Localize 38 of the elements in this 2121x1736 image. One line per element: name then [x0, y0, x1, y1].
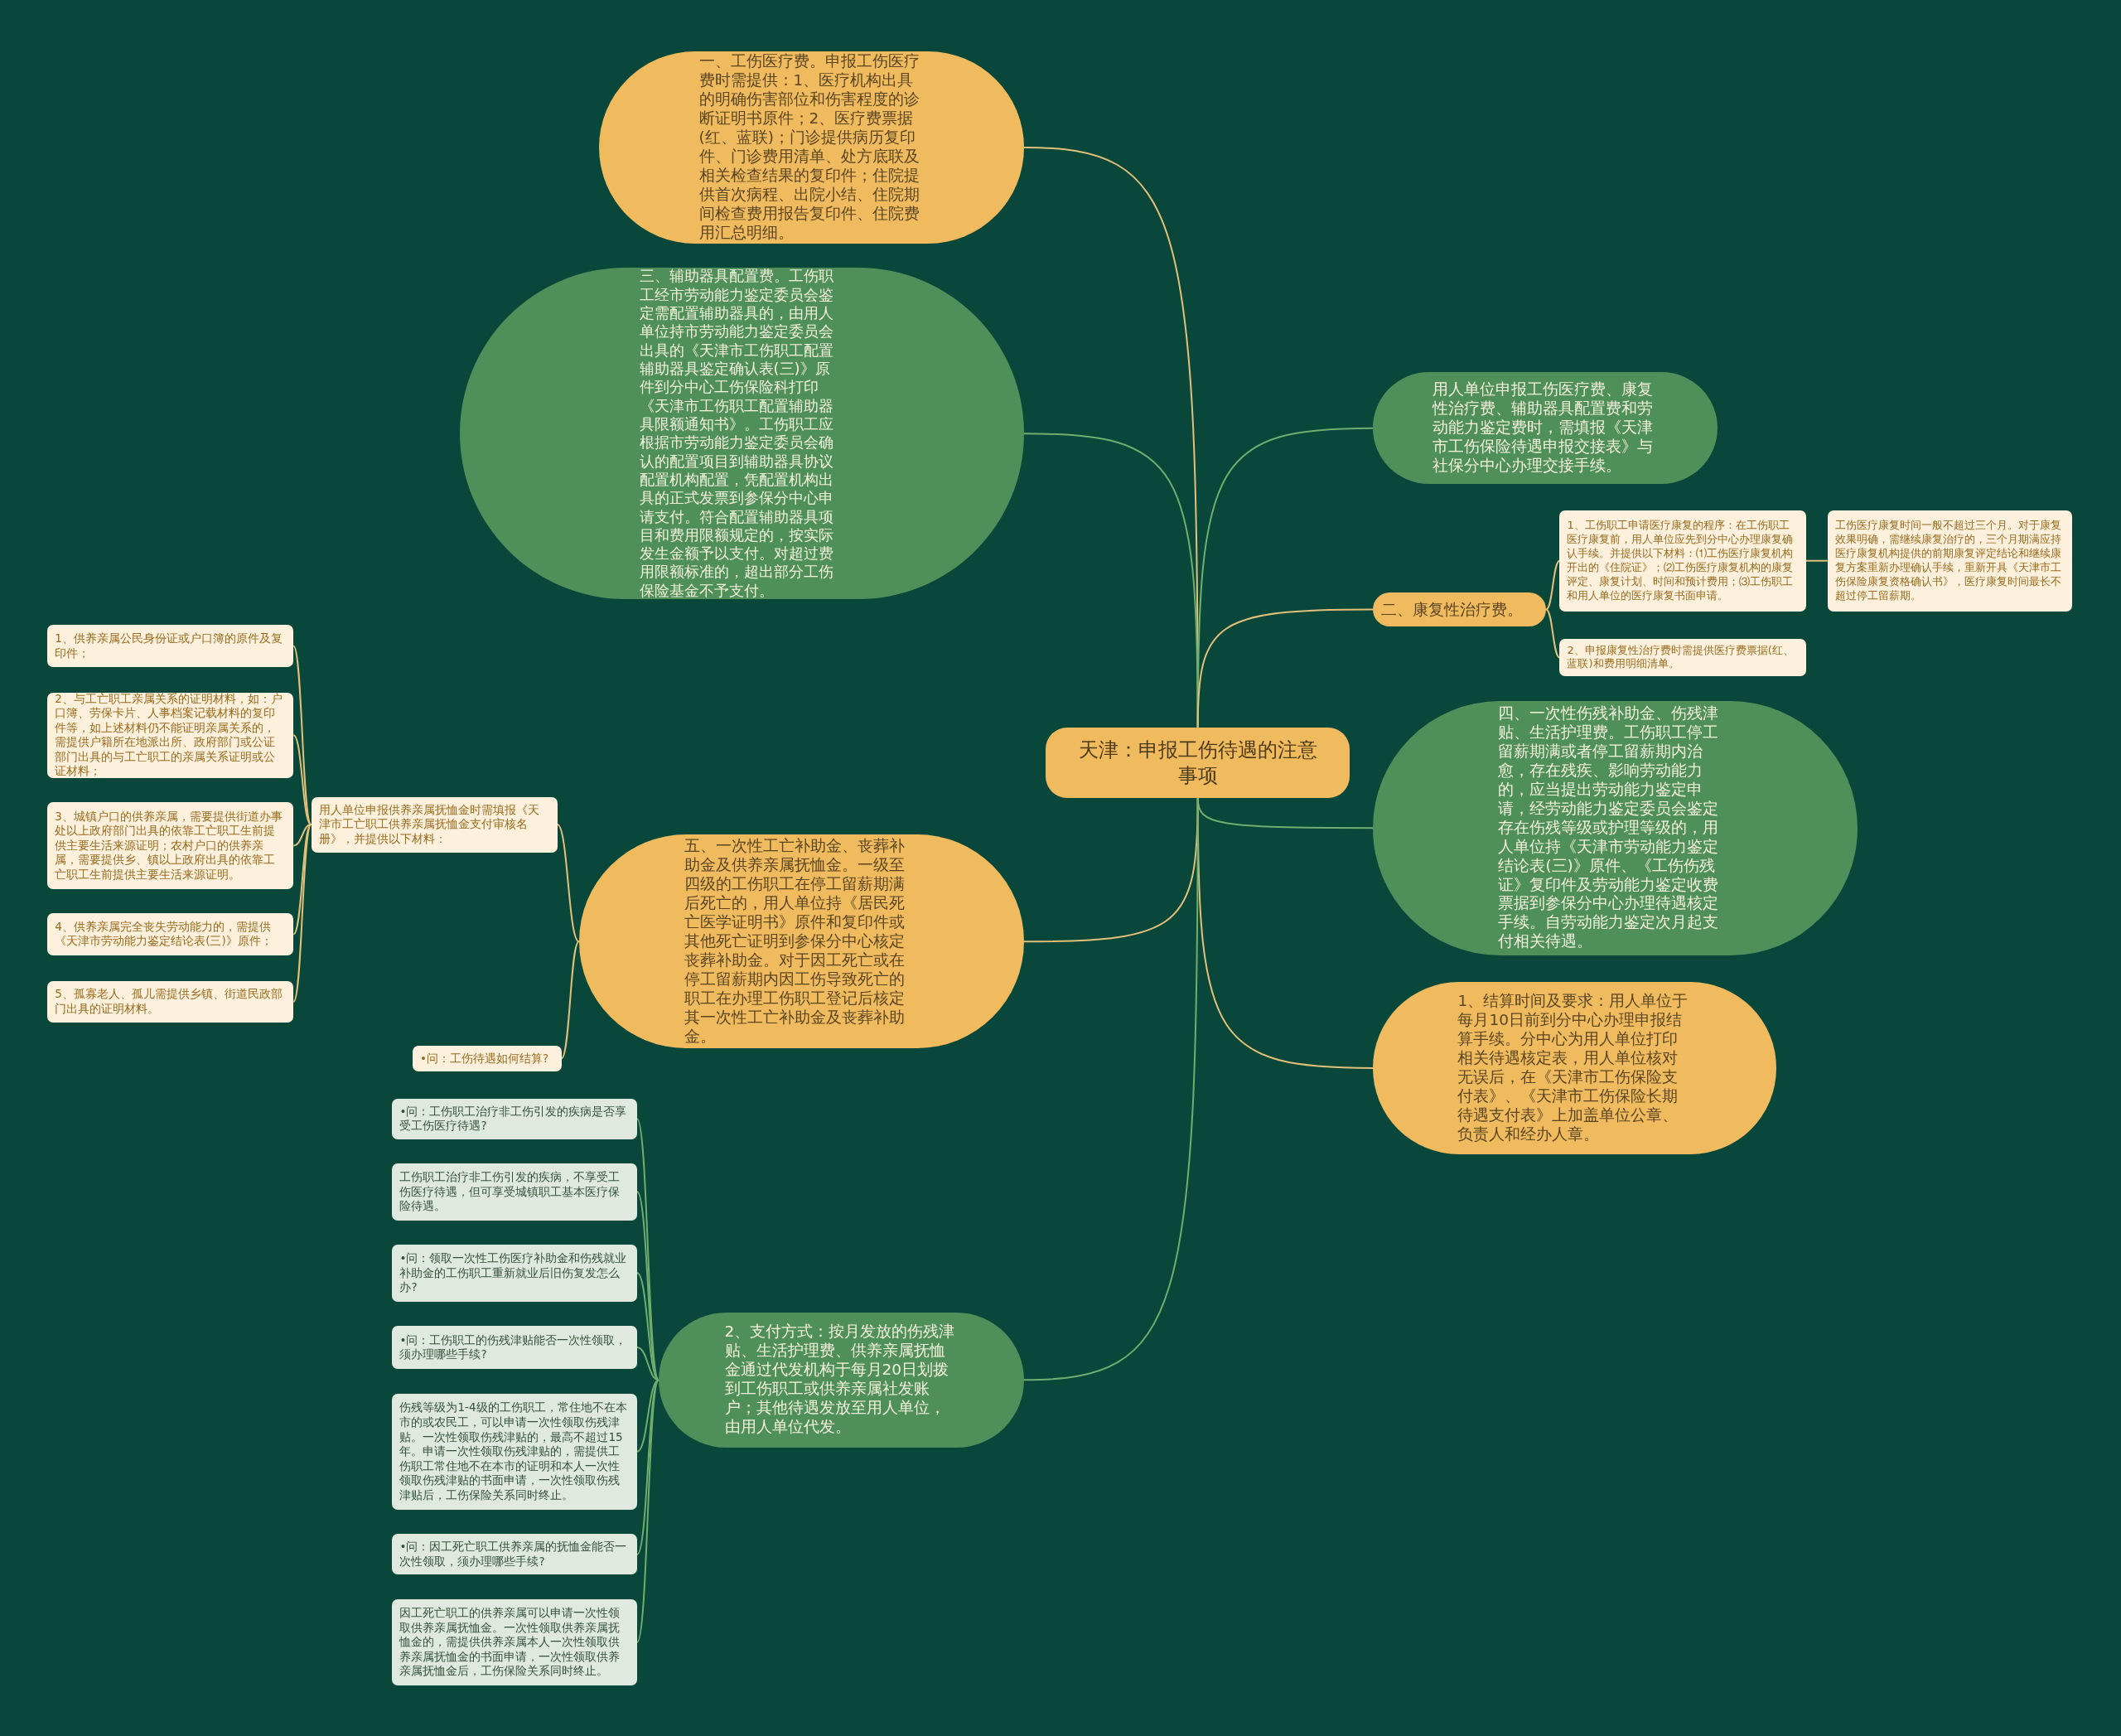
note-card: 3、城镇户口的供养亲属，需要提供街道办事处以上政府部门出具的依靠工亡职工生前提供主要生活来源证明；农村户口的供养亲属，需要提供乡、镇以上政府出具的依靠工亡职工生前提供主要生活来源证明。 — [47, 802, 294, 889]
topic-bubble: 用人单位申报工伤医疗费、康复性治疗费、辅助器具配置费和劳动能力鉴定费时，需填报《天津市工伤保险待遇申报交接表》与社保分中心办理交接手续。 — [1373, 371, 1718, 485]
note-card: 5、孤寡老人、孤儿需提供乡镇、街道民政部门出具的证明材料。 — [47, 980, 294, 1023]
connector — [292, 824, 312, 847]
note-card: 1、工伤职工申请医疗康复的程序：在工伤职工医疗康复前，用人单位应先到分中心办理康复确认手续。并提供以下材料：⑴工伤医疗康复机构开出的《住院证》；⑵工伤医疗康复机构的康复评定、康复计划、时间和预计费用；⑶工伤职工和用人单位的医疗康复书面申请。 — [1559, 510, 1806, 612]
note-card: •问：工伤待遇如何结算? — [412, 1046, 562, 1072]
topic-bubble: 二、康复性治疗费。 — [1373, 592, 1547, 626]
note-card: •问：因工死亡职工供养亲属的抚恤金能否一次性领取，须办理哪些手续? — [392, 1534, 637, 1575]
note-card: 工伤职工治疗非工伤引发的疾病，不享受工伤医疗待遇，但可享受城镇职工基本医疗保险待遇。 — [392, 1163, 637, 1221]
topic-bubble: 2、支付方式：按月发放的伤残津贴、生活护理费、供养亲属抚恤金通过代发机构于每月20日划拨到工伤职工或供养亲属社发账户；其他待遇发放至用人单位，由用人单位代发。 — [659, 1312, 1024, 1448]
topic-bubble: 一、工伤医疗费。申报工伤医疗费时需提供：1、医疗机构出具的明确伤害部位和伤害程度的诊断证明书原件；2、医疗费票据(红、蓝联)；门诊提供病历复印件、门诊费用清单、处方底联及相关检查结果的复印件；住院提供首次病程、出院小结、住院期间检查费用报告复印件、住院费用汇总明细。 — [599, 51, 1024, 244]
connector — [1545, 559, 1561, 611]
connector — [1022, 797, 1199, 1381]
note-card: 伤残等级为1-4级的工伤职工，常住地不在本市的或农民工，可以申请一次性领取伤残津贴。一次性领取伤残津贴的，最高不超过15年。申请一次性领取伤残津贴的，需提供工伤职工常住地不在本市的证明和本人一次性领取伤残津贴的书面申请，一次性领取伤残津贴后，工伤保险关系同时终止。 — [392, 1393, 637, 1511]
connector — [1805, 559, 1829, 562]
note-card: 工伤医疗康复时间一般不超过三个月。对于康复效果明确，需继续康复治疗的，三个月期满应持医疗康复机构提供的前期康复评定结论和继续康复方案重新办理确认手续，重新开具《天津市工伤保险康复资格确认书》，医疗康复时间最长不超过停工留薪期。 — [1827, 510, 2073, 612]
connector — [292, 824, 312, 936]
note-card: •问：工伤职工治疗非工伤引发的疾病是否享受工伤医疗待遇? — [392, 1098, 637, 1139]
connector — [292, 734, 312, 826]
connector — [1196, 608, 1375, 729]
topic-bubble: 1、结算时间及要求：用人单位于每月10日前到分中心办理申报结算手续。分中心为用人单位打印相关待遇核定表，用人单位核对无误后，在《天津市工伤保险支付表》、《天津市工伤保险长期待遇支付表》上加盖单位公章、负责人和经办人章。 — [1373, 982, 1776, 1154]
note-card: 用人单位申报供养亲属抚恤金时需填报《天津市工亡职工供养亲属抚恤金支付审核名册》，并提供以下材料： — [311, 796, 558, 853]
connector — [1545, 608, 1561, 659]
note-card: 2、与工亡职工亲属关系的证明材料，如：户口簿、劳保卡片、人事档案记载材料的复印件等，如上述材料仍不能证明亲属关系的，需提供户籍所在地派出所、政府部门或公证部门出具的与工亡职工的亲属关系证明或公证材料； — [47, 692, 294, 778]
central-topic: 天津：申报工伤待遇的注意事项 — [1046, 728, 1350, 799]
note-card: 因工死亡职工的供养亲属可以申请一次性领取供养亲属抚恤金。一次性领取供养亲属抚恤金的，需提供供养亲属本人一次性领取供养亲属抚恤金的书面申请，一次性领取供养亲属抚恤金后，工伤保险关系同时终止。 — [392, 1598, 637, 1686]
note-card: •问：工伤职工的伤残津贴能否一次性领取，须办理哪些手续? — [392, 1326, 637, 1370]
connector — [556, 824, 580, 943]
topic-bubble: 三、辅助器具配置费。工伤职工经市劳动能力鉴定委员会鉴定需配置辅助器具的，由用人单位持市劳动能力鉴定委员会出具的《天津市工伤职工配置辅助器具鉴定确认表(三)》原件到分中心工伤保险科打印《天津市工伤职工配置辅助器具限额通知书》。工伤职工应根据市劳动能力鉴定委员会确认的配置项目到辅助器具协议配置机构配置，凭配置机构出具的正式发票到参保分中心申请支付。符合配置辅助器具项目和费用限额规定的，按实际发生金额予以支付。对超过费用限额标准的，超出部分工伤保险基金不予支付。 — [460, 268, 1024, 600]
note-card: •问：领取一次性工伤医疗补助金和伤残就业补助金的工伤职工重新就业后旧伤复发怎么办? — [392, 1245, 637, 1302]
connector — [636, 1379, 660, 1644]
topic-bubble: 五、一次性工亡补助金、丧葬补助金及供养亲属抚恤金。一级至四级的工伤职工在停工留薪期满后死亡的，用人单位持《居民死亡医学证明书》原件和复印件或其他死亡证明到参保分中心核定丧葬补助金。对于因工死亡或在停工留薪期内因工伤导致死亡的职工在办理工伤职工登记后核定其一次性工亡补助金及丧葬补助金。 — [578, 834, 1024, 1049]
connector — [292, 824, 312, 1003]
note-card: 1、供养亲属公民身份证或户口簿的原件及复印件； — [47, 625, 294, 667]
note-card: 2、申报康复性治疗费时需提供医疗费票据(红、蓝联)和费用明细清单。 — [1559, 638, 1806, 677]
topic-bubble: 四、一次性伤残补助金、伤残津贴、生活护理费。工伤职工停工留薪期满或者停工留薪期内治愈，存在残疾、影响劳动能力的，应当提出劳动能力鉴定申请，经劳动能力鉴定委员会鉴定存在伤残等级或护理等级的，用人单位持《天津市劳动能力鉴定结论表(三)》原件、《工伤伤残证》复印件及劳动能力鉴定收费票据到参保分中心办理待遇核定手续。自劳动能力鉴定次月起支付相关待遇。 — [1373, 700, 1858, 955]
note-card: 4、供养亲属完全丧失劳动能力的，需提供《天津市劳动能力鉴定结论表(三)》原件； — [47, 913, 294, 955]
connector — [560, 941, 580, 1060]
